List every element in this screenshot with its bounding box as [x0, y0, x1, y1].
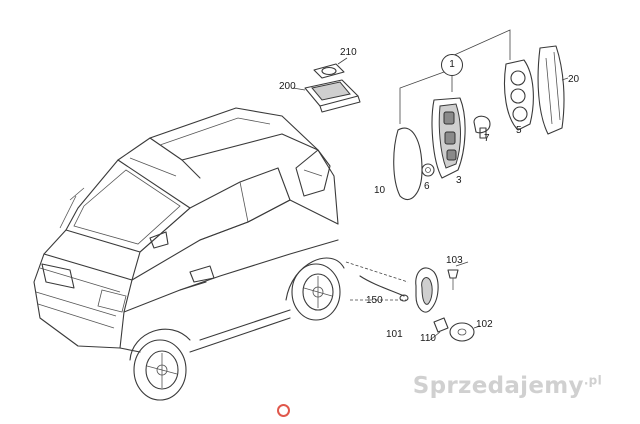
- callout-5: 5: [516, 125, 522, 136]
- callout-103: 103: [446, 255, 463, 266]
- watermark: Sprzedajemy.pl: [413, 373, 602, 399]
- callout-210: 210: [340, 47, 357, 58]
- bracket-assembly: [345, 261, 481, 342]
- callout-3: 3: [456, 175, 462, 186]
- callout-20: 20: [568, 74, 580, 85]
- pin-icon: [277, 404, 290, 417]
- plate-light-assembly: [292, 57, 361, 113]
- callout-150: 150: [366, 295, 383, 306]
- callout-6: 6: [424, 181, 430, 192]
- callout-101: 101: [386, 329, 403, 340]
- rear-lamp-assembly: [393, 29, 569, 201]
- callout-110: 110: [420, 333, 436, 344]
- callout-7: 7: [484, 133, 490, 144]
- watermark-suffix: .pl: [583, 373, 602, 388]
- callout-200: 200: [279, 81, 296, 92]
- car-illustration: [33, 107, 345, 401]
- watermark-text: Sprzedajemy: [412, 373, 584, 399]
- callout-10: 10: [374, 185, 386, 196]
- callout-1: 1: [441, 54, 463, 76]
- callout-102: 102: [476, 319, 493, 330]
